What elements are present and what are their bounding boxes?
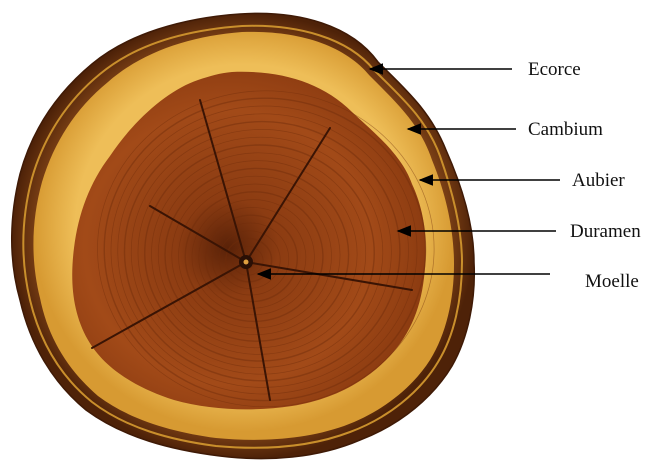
label-duramen: Duramen	[570, 221, 641, 242]
label-aubier: Aubier	[572, 170, 625, 191]
label-moelle: Moelle	[585, 271, 639, 292]
label-cambium: Cambium	[528, 119, 603, 140]
pith-center	[244, 260, 249, 265]
label-ecorce: Ecorce	[528, 59, 581, 80]
